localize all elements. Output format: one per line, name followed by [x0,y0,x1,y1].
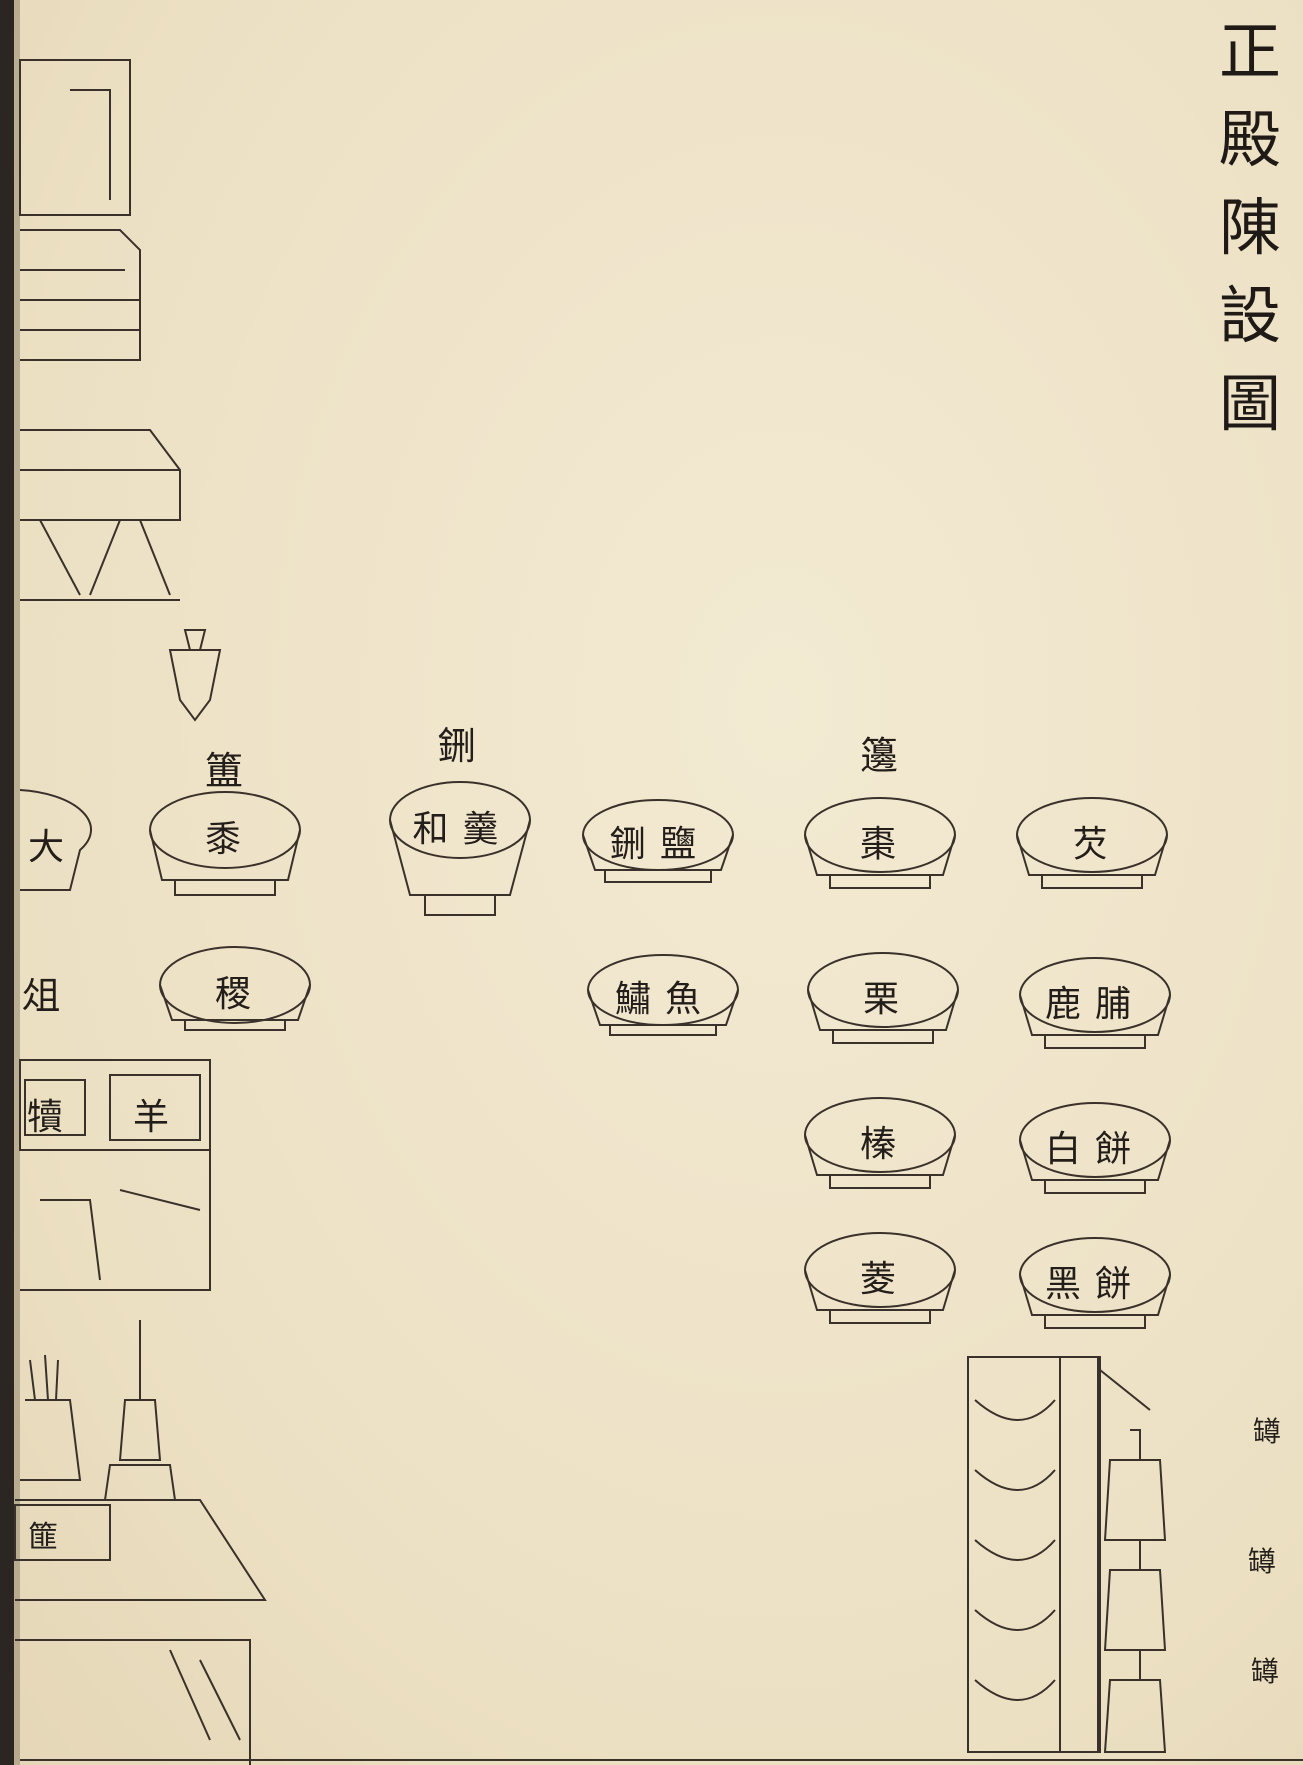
label-zu-fragment: 俎 [22,965,60,1020]
dish-da-fragment: 大 [28,818,78,870]
dish-bian-5: 芡 [1042,815,1152,867]
fu-vessel-icon [170,630,220,720]
page-title: 正 殿 陳 設 圖 [1205,8,1295,448]
dish-bian-1: 棗 [830,815,940,867]
dish-bian-2: 栗 [833,970,943,1022]
altar-stack-top [20,60,180,600]
dish-fu-2: 稷 [185,965,295,1017]
dish-bian-7: 白餅 [1030,1120,1160,1172]
dish-bian-8: 黑餅 [1030,1255,1160,1307]
zun-label-3: 罇 [1248,1655,1282,1689]
zun-stand [968,1357,1165,1752]
title-char-3: 陳 [1205,184,1295,272]
dish-xing-bowl: 和羹 [400,800,525,852]
dish-bian-6: 鹿脯 [1030,975,1160,1027]
title-char-1: 正 [1205,8,1295,96]
dish-dou-1: 鉶鹽 [595,815,725,867]
dish-bian-4: 菱 [830,1250,940,1302]
title-char-4: 設 [1205,272,1295,360]
dish-dou-2: 鱐魚 [600,970,730,1022]
title-char-5: 圖 [1205,360,1295,448]
incense-and-candle [20,1320,175,1500]
label-fu: 簠 [205,740,243,795]
box-yang: 羊 [128,1088,188,1140]
box-du-fragment: 犢 [22,1088,82,1140]
zun-label-2: 罇 [1245,1545,1279,1579]
label-bian: 籩 [860,725,898,780]
dish-bian-3: 榛 [830,1115,940,1167]
title-char-2: 殿 [1205,96,1295,184]
label-xing: 鉶 [438,715,476,770]
zun-label-1: 罇 [1250,1415,1284,1449]
dish-fu-1: 黍 [175,810,285,862]
box-xiang-fragment: 篚 [20,1512,80,1556]
